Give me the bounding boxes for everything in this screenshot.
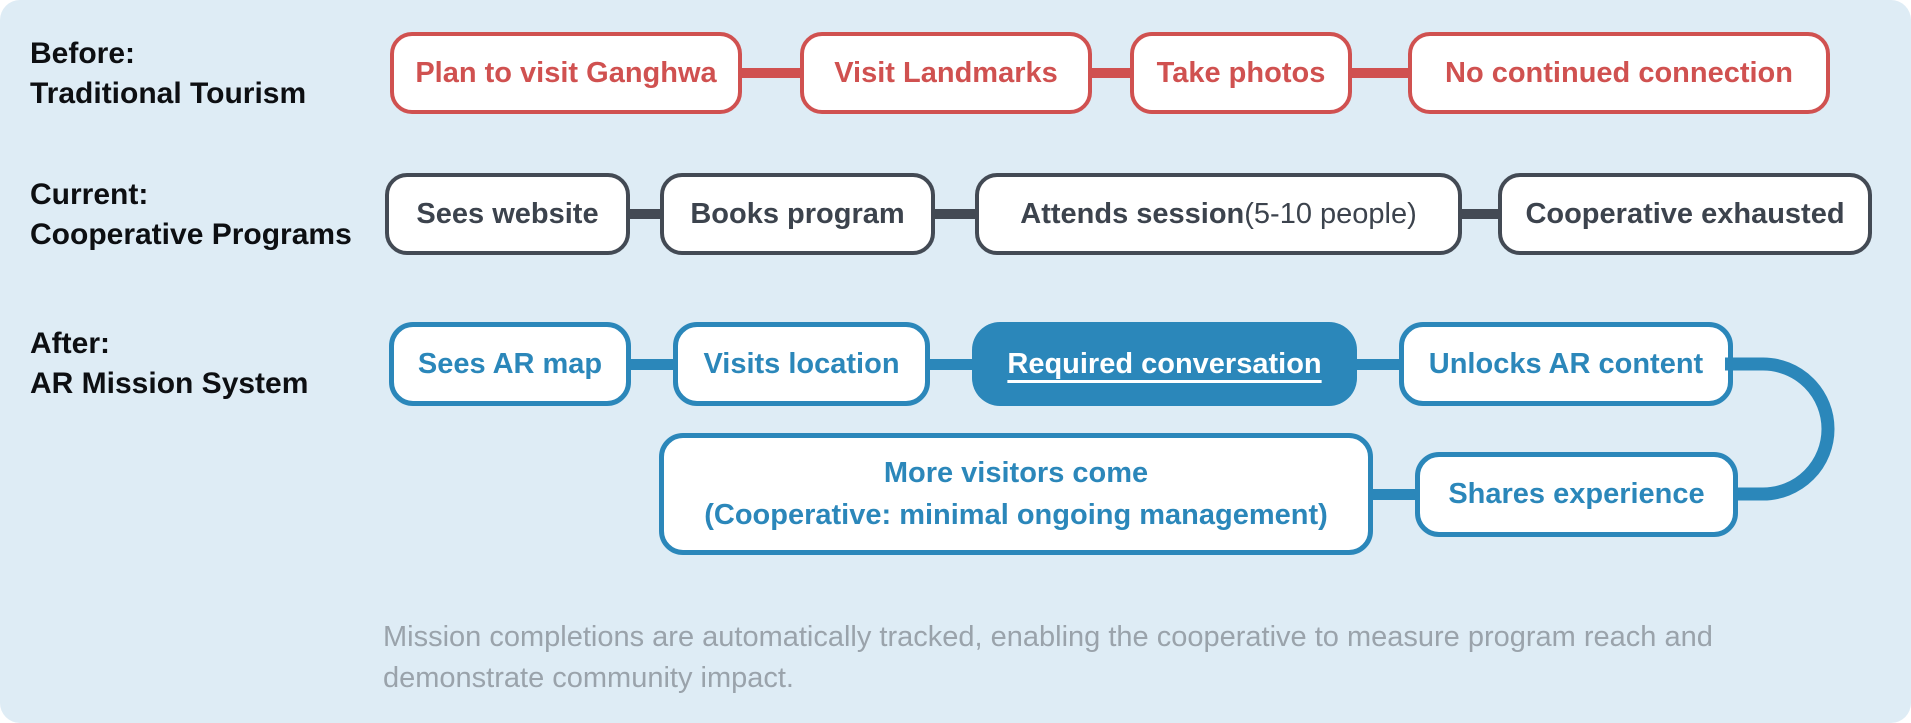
node-sees-website: Sees website xyxy=(385,173,630,255)
node-no-connection: No continued connection xyxy=(1408,32,1830,114)
node-unlocks-ar-content: Unlocks AR content xyxy=(1399,322,1733,406)
footer-note: Mission completions are automatically tr… xyxy=(383,621,1713,694)
connector xyxy=(930,358,972,370)
row-label-before: Before: Traditional Tourism xyxy=(30,34,306,114)
flow-row-after: Sees AR map Visits location Required con… xyxy=(389,322,1733,406)
connector xyxy=(742,68,800,78)
node-more-visitors: More visitors come (Cooperative: minimal… xyxy=(659,433,1373,555)
row-label-current: Current: Cooperative Programs xyxy=(30,175,352,255)
flow-row-current: Sees website Books program Attends sessi… xyxy=(385,173,1872,255)
row-label-before-line2: Traditional Tourism xyxy=(30,77,307,110)
connector xyxy=(1092,68,1130,78)
connector xyxy=(1352,68,1408,78)
row-label-after-line2: AR Mission System xyxy=(30,367,309,400)
more-visitors-line2: (Cooperative: minimal ongoing management… xyxy=(704,499,1328,531)
node-take-photos: Take photos xyxy=(1130,32,1352,114)
attends-session-detail: (5-10 people) xyxy=(1244,197,1417,230)
node-plan-to-visit: Plan to visit Ganghwa xyxy=(390,32,742,114)
row-label-current-line2: Cooperative Programs xyxy=(30,218,352,251)
node-shares-experience: Shares experience xyxy=(1415,451,1738,537)
connector xyxy=(1462,209,1498,219)
connector xyxy=(935,209,975,219)
flow-row-loop: More visitors come (Cooperative: minimal… xyxy=(659,433,1738,555)
connector xyxy=(630,209,660,219)
node-books-program: Books program xyxy=(660,173,935,255)
row-label-after: After: AR Mission System xyxy=(30,324,308,404)
connector xyxy=(1373,488,1415,500)
node-visits-location: Visits location xyxy=(673,322,930,406)
connector xyxy=(1357,358,1399,370)
node-visit-landmarks: Visit Landmarks xyxy=(800,32,1092,114)
attends-session-bold: Attends session xyxy=(1020,197,1245,230)
row-label-current-line1: Current: xyxy=(30,178,149,211)
node-attends-session: Attends session (5-10 people) xyxy=(975,173,1462,255)
connector xyxy=(631,358,673,370)
node-cooperative-exhausted: Cooperative exhausted xyxy=(1498,173,1872,255)
row-label-after-line1: After: xyxy=(30,327,110,360)
loop-connector xyxy=(1725,357,1835,501)
more-visitors-line1: More visitors come xyxy=(883,457,1149,489)
node-required-conversation: Required conversation xyxy=(972,322,1357,406)
required-conversation-label: Required conversation xyxy=(1007,347,1322,380)
flow-row-before: Plan to visit Ganghwa Visit Landmarks Ta… xyxy=(390,32,1830,114)
row-label-before-line1: Before: xyxy=(30,37,136,70)
node-sees-ar-map: Sees AR map xyxy=(389,322,631,406)
